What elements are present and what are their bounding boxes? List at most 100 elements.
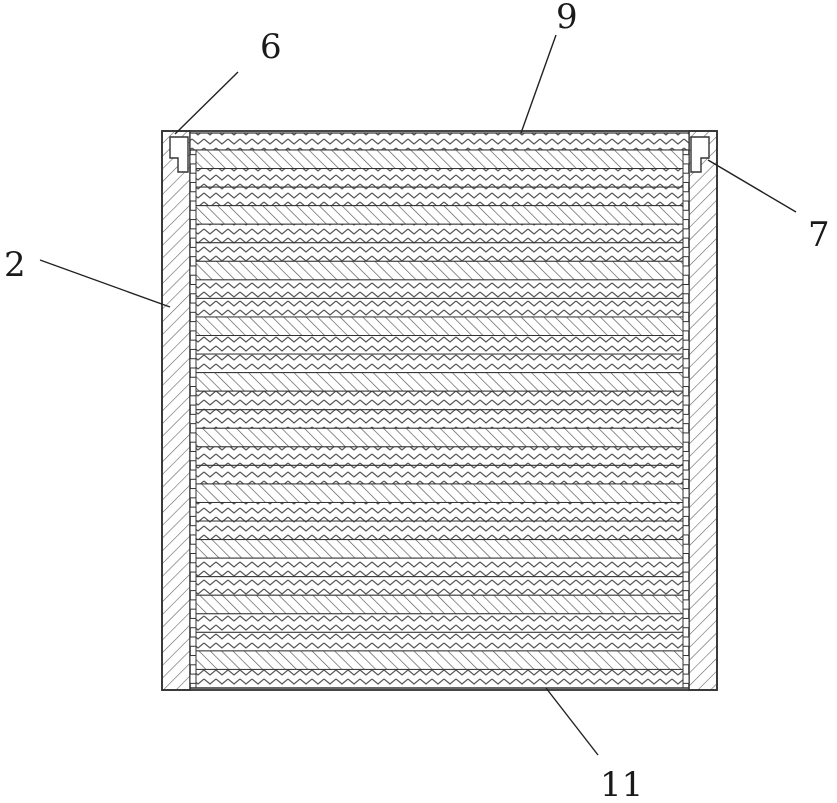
stack-layer <box>195 186 684 207</box>
stack-layer <box>195 316 684 337</box>
stack-layer <box>195 335 684 355</box>
left-edge-tab <box>189 191 197 202</box>
right-edge-tab <box>682 617 690 629</box>
stack-layer <box>195 149 684 170</box>
top-plate <box>189 132 690 151</box>
stack-layer <box>195 539 684 559</box>
label-6: 6 <box>260 27 282 67</box>
stack-layer <box>195 427 684 448</box>
stack-layer <box>195 353 684 374</box>
stack-layer <box>195 390 684 411</box>
left-edge-tab <box>189 284 197 295</box>
left-edge-tab <box>189 376 197 388</box>
left-wall <box>161 130 191 691</box>
right-edge-tab <box>682 376 690 388</box>
stack-layer <box>195 446 684 466</box>
stack-layer <box>195 279 684 299</box>
stack-layer <box>195 650 684 670</box>
stack-layer <box>195 613 684 633</box>
left-edge-tab <box>189 246 197 258</box>
housing <box>161 130 718 691</box>
left-edge-tab <box>189 265 197 276</box>
right-edge-tab <box>682 580 690 592</box>
left-edge-tab <box>189 636 197 647</box>
right-edge-tab <box>682 673 690 684</box>
leader-lines <box>39 34 797 756</box>
stack-layer <box>195 242 684 262</box>
left-edge-tab <box>189 450 197 462</box>
left-edge-tab <box>189 209 197 221</box>
stack-layer <box>195 464 684 485</box>
stack-layer <box>195 631 684 652</box>
stack-layer <box>195 372 684 392</box>
left-edge-tab <box>189 395 197 406</box>
left-edge-tab <box>189 413 197 425</box>
leader-9 <box>520 34 557 134</box>
left-groove <box>169 136 189 173</box>
left-edge-tab <box>189 488 197 499</box>
left-edge-tab <box>189 543 197 554</box>
right-edge-tab <box>682 358 690 369</box>
left-edge-tab <box>189 302 197 313</box>
left-edge-tab <box>189 432 197 443</box>
right-edge-tab <box>682 246 690 258</box>
stack-layer <box>195 260 684 281</box>
stack-layer <box>195 501 684 522</box>
left-edge-tab <box>189 580 197 592</box>
left-edge-tab <box>189 339 197 350</box>
stack-layer <box>195 168 684 188</box>
stack-layer <box>195 483 684 503</box>
right-edge-tab <box>682 450 690 462</box>
label-11: 11 <box>600 765 643 803</box>
right-wall <box>688 130 718 691</box>
right-edge-tab <box>682 265 690 276</box>
right-edge-tab <box>682 469 690 480</box>
right-groove <box>690 136 710 173</box>
stack-layer <box>195 205 684 225</box>
left-edge-tab <box>189 673 197 684</box>
right-edge-tab <box>682 191 690 202</box>
left-edge-tab <box>189 154 197 165</box>
left-edge-tab <box>189 469 197 480</box>
layer-stack <box>189 132 690 689</box>
stack-layer <box>195 409 684 429</box>
right-edge-tab <box>682 284 690 295</box>
leader-2 <box>39 259 171 308</box>
right-edge-tab <box>682 599 690 610</box>
right-edge-tab <box>682 543 690 554</box>
stack-layer <box>195 576 684 596</box>
right-edge-tab <box>682 321 690 332</box>
leader-11 <box>545 687 599 756</box>
right-edge-tab <box>682 339 690 350</box>
leader-6 <box>174 71 239 135</box>
left-edge-tab <box>189 655 197 666</box>
right-edge-tab <box>682 302 690 313</box>
left-edge-tab <box>189 525 197 536</box>
stack-layer <box>195 520 684 541</box>
stack-layer <box>195 668 684 689</box>
left-edge-tab <box>189 617 197 629</box>
housing-outline <box>161 130 718 691</box>
right-edge-tab <box>682 655 690 666</box>
stack-layer <box>195 223 684 244</box>
left-edge-tab <box>189 599 197 610</box>
left-edge-tab <box>189 228 197 239</box>
left-edge-tab <box>189 358 197 369</box>
right-edge-tab <box>682 413 690 425</box>
right-edge-tab <box>682 228 690 239</box>
stack-layer <box>195 557 684 578</box>
right-edge-tab <box>682 636 690 647</box>
right-edge-tab <box>682 562 690 573</box>
right-edge-tab <box>682 506 690 517</box>
label-7: 7 <box>808 215 830 255</box>
left-edge-tab <box>189 172 197 183</box>
right-edge-tab <box>682 154 690 165</box>
leader-7 <box>707 159 797 213</box>
left-edge-tab <box>189 506 197 517</box>
label-9: 9 <box>556 0 578 37</box>
label-2: 2 <box>4 245 26 285</box>
right-edge-tab <box>682 488 690 499</box>
right-edge-tab <box>682 209 690 221</box>
right-edge-tab <box>682 432 690 443</box>
